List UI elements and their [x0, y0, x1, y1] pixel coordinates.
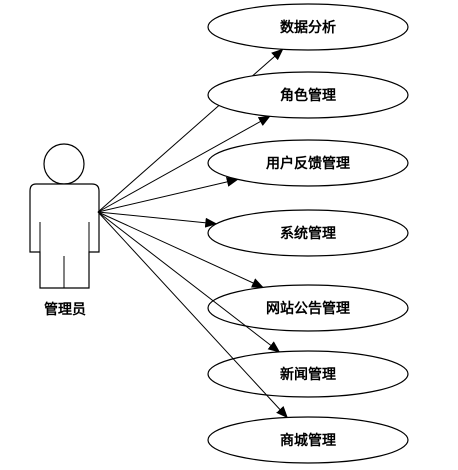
- use-case: 数据分析: [207, 3, 409, 51]
- association-arrow: [97, 211, 264, 288]
- use-case-ellipse: [207, 209, 409, 257]
- use-case-ellipse: [207, 71, 409, 119]
- use-case-ellipse: [207, 416, 409, 464]
- association-arrow: [97, 211, 281, 353]
- use-case-ellipse: [207, 139, 409, 187]
- use-case-ellipse: [207, 284, 409, 332]
- use-case: 系统管理: [207, 209, 409, 257]
- association-arrow: [97, 115, 271, 213]
- use-case-label: 网站公告管理: [266, 300, 350, 317]
- use-case: 商城管理: [207, 416, 409, 464]
- association-arrow: [97, 48, 284, 213]
- use-case-label: 用户反馈管理: [266, 155, 350, 172]
- use-case: 新闻管理: [207, 350, 409, 398]
- use-case: 网站公告管理: [207, 284, 409, 332]
- use-case-label: 角色管理: [280, 87, 336, 104]
- use-case: 用户反馈管理: [207, 139, 409, 187]
- use-case-label: 数据分析: [280, 19, 336, 36]
- association-arrow: [97, 211, 218, 228]
- actor-label: 管理员: [44, 301, 86, 318]
- use-case-ellipse: [207, 3, 409, 51]
- association-arrow: [97, 211, 288, 419]
- use-case-label: 商城管理: [280, 432, 336, 449]
- actor-head: [43, 143, 85, 185]
- use-case: 角色管理: [207, 71, 409, 119]
- use-case-label: 系统管理: [280, 225, 336, 242]
- association-arrow: [97, 177, 239, 213]
- actor-body: [29, 183, 100, 289]
- actor-figure: 管理员: [29, 143, 100, 318]
- use-case-label: 新闻管理: [280, 366, 336, 383]
